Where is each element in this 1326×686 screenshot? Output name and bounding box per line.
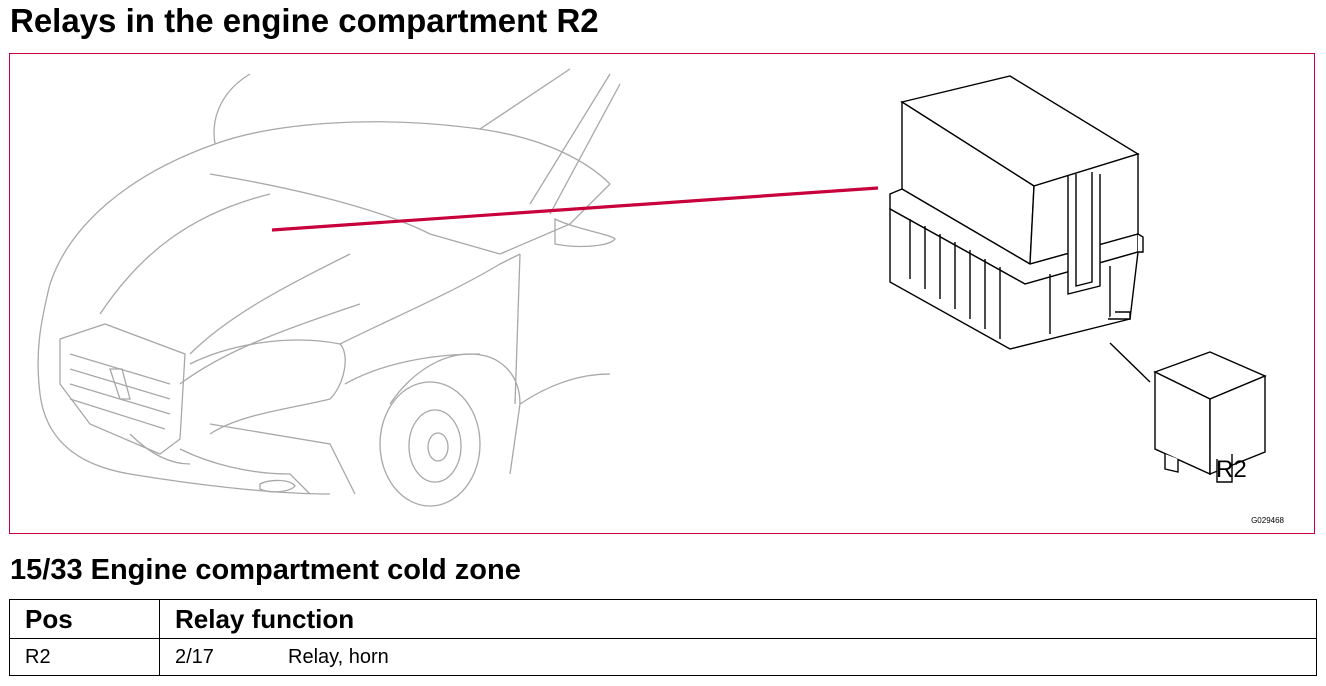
table-header-row: Pos Relay function: [9, 599, 1317, 639]
table-row: R2 2/17 Relay, horn: [9, 638, 1317, 676]
car-illustration: [37, 68, 621, 507]
pos-column-header: Pos: [9, 599, 160, 639]
relay-r2-illustration: [1153, 351, 1267, 483]
relay-holder-illustration: [889, 75, 1144, 350]
function-column-header: Relay function: [159, 599, 1317, 639]
section-title: 15/33 Engine compartment cold zone: [10, 554, 521, 586]
page-title: Relays in the engine compartment R2: [10, 2, 599, 39]
relay-table: Pos Relay function R2 2/17 Relay, horn: [9, 599, 1317, 676]
pos-cell: R2: [9, 638, 160, 676]
pointer-line: [271, 186, 879, 232]
function-text: Relay, horn: [288, 645, 389, 668]
car-and-relay-illustration: [37, 68, 1267, 507]
figure-code: G029468: [1251, 516, 1284, 525]
function-code: 2/17: [175, 645, 214, 668]
function-cell: 2/17 Relay, horn: [159, 638, 1317, 676]
relay-r2-label: R2: [1216, 456, 1247, 483]
relay-location-figure: R2 G029468: [9, 53, 1315, 534]
leader-line: [1109, 342, 1151, 383]
